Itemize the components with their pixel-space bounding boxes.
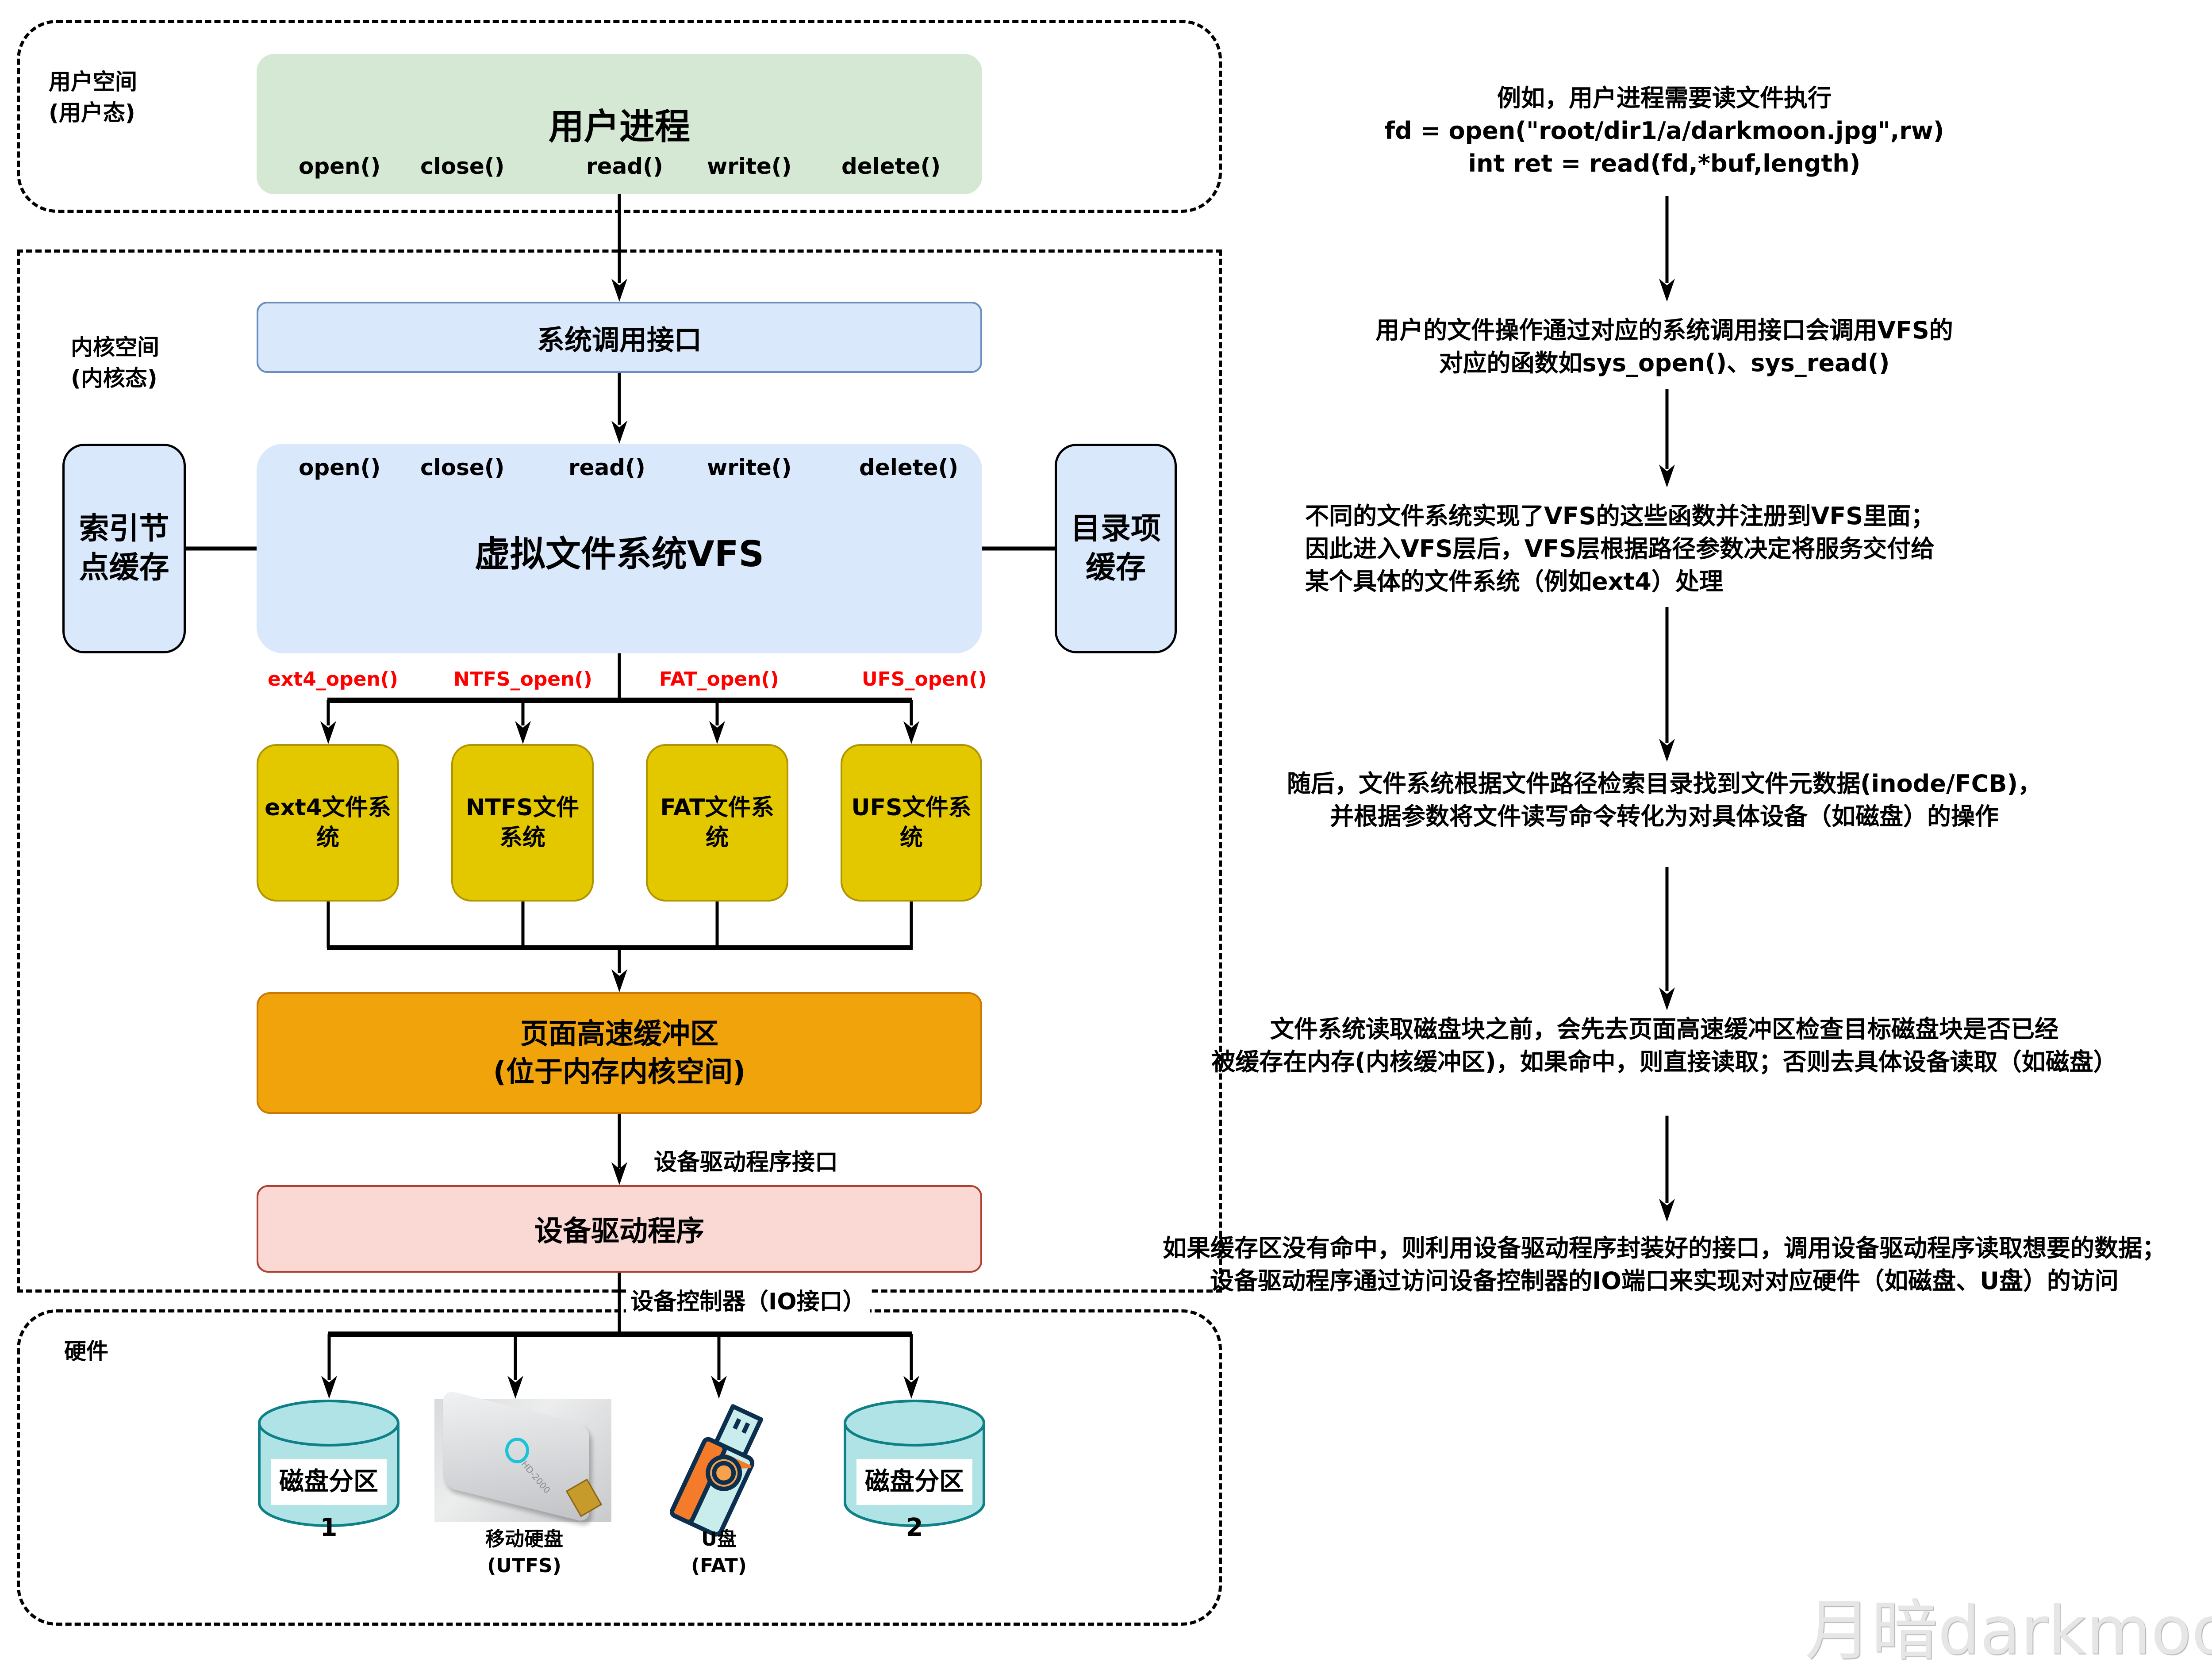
syscall-interface-box[interactable]: 系统调用接口 xyxy=(257,302,982,373)
inode-cache-box[interactable]: 索引节 点缓存 xyxy=(62,444,186,653)
explanation-3-line-3: 某个具体的文件系统（例如ext4）处理 xyxy=(1305,568,1723,595)
explanation-4-line-2: 并根据参数将文件读写命令转化为对具体设备（如磁盘）的操作 xyxy=(1330,802,1999,830)
vfs-call-close: close() xyxy=(420,455,505,480)
fs-box-ufs[interactable]: UFS文件系 统 xyxy=(841,744,982,902)
usb-drive-icon[interactable] xyxy=(650,1402,787,1544)
fs-ntfs-line2: 系统 xyxy=(499,825,545,851)
inode-cache-line2: 点缓存 xyxy=(79,550,169,585)
explanation-step-3: 不同的文件系统实现了VFS的这些函数并注册到VFS里面； 因此进入VFS层后，V… xyxy=(1305,500,1935,598)
user-call-read: read() xyxy=(586,153,663,179)
page-cache-box[interactable]: 页面高速缓冲区 (位于内存内核空间) xyxy=(257,992,982,1114)
kernel-space-label: 内核空间 (内核态) xyxy=(71,332,159,394)
usb-drive-label: U盘 (FAT) xyxy=(677,1526,761,1579)
explanation-step-2: 用户的文件操作通过对应的系统调用接口会调用VFS的 对应的函数如sys_open… xyxy=(1106,314,2212,380)
explanation-step-5: 文件系统读取磁盘块之前，会先去页面高速缓冲区检查目标磁盘块是否已经 被缓存在内存… xyxy=(1106,1013,2212,1078)
fs-ntfs-line1: NTFS文件 xyxy=(466,794,579,821)
user-space-label: 用户空间 (用户态) xyxy=(49,66,137,128)
usb-drive-fs: (FAT) xyxy=(691,1554,747,1577)
user-call-write: write() xyxy=(707,153,792,179)
kernel-space-subtitle: (内核态) xyxy=(71,365,157,391)
user-call-delete: delete() xyxy=(841,153,941,179)
portable-hdd-image[interactable]: HD-2000 xyxy=(434,1389,611,1523)
fs-call-ext4: ext4_open() xyxy=(268,668,398,691)
explanation-1-line-3: int ret = read(fd,*buf,length) xyxy=(1468,150,1861,177)
fs-fat-line1: FAT文件系 xyxy=(660,794,774,821)
fs-box-ext4[interactable]: ext4文件系 统 xyxy=(257,744,399,902)
fs-fat-line2: 统 xyxy=(705,825,729,851)
explanation-2-line-1: 用户的文件操作通过对应的系统调用接口会调用VFS的 xyxy=(1375,316,1953,344)
vfs-call-write: write() xyxy=(707,455,792,480)
explanation-6-line-1: 如果缓存区没有命中，则利用设备驱动程序封装好的接口，调用设备驱动程序读取想要的数… xyxy=(1163,1234,2166,1262)
fs-ext4-line2: 统 xyxy=(316,825,339,851)
hardware-label: 硬件 xyxy=(64,1339,108,1364)
user-space-title: 用户空间 xyxy=(49,69,137,95)
vfs-call-read: read() xyxy=(568,455,645,480)
user-call-open: open() xyxy=(299,153,381,179)
driver-interface-label: 设备驱动程序接口 xyxy=(654,1149,838,1176)
hdd-led-icon xyxy=(505,1438,529,1463)
explanation-step-6: 如果缓存区没有命中，则利用设备驱动程序封装好的接口，调用设备驱动程序读取想要的数… xyxy=(1106,1232,2212,1297)
portable-hdd-name: 移动硬盘 xyxy=(485,1528,563,1550)
vfs-call-delete: delete() xyxy=(859,455,959,480)
syscall-interface-title: 系统调用接口 xyxy=(537,323,702,356)
fs-call-fat: FAT_open() xyxy=(659,668,779,691)
vfs-call-open: open() xyxy=(299,455,381,480)
portable-hdd-label: 移动硬盘 (UTFS) xyxy=(469,1526,580,1579)
dentry-cache-line2: 缓存 xyxy=(1085,550,1146,585)
explanation-2-line-2: 对应的函数如sys_open()、sys_read() xyxy=(1439,349,1890,377)
fs-call-ufs: UFS_open() xyxy=(862,668,987,691)
explanation-1-line-1: 例如，用户进程需要读文件执行 xyxy=(1497,84,1832,112)
page-cache-subtitle: (位于内存内核空间) xyxy=(493,1055,746,1089)
kernel-space-title: 内核空间 xyxy=(71,334,159,360)
device-controller-label: 设备控制器（IO接口） xyxy=(626,1283,870,1316)
user-process-title: 用户进程 xyxy=(549,106,690,147)
device-driver-title: 设备驱动程序 xyxy=(534,1215,704,1248)
fs-ext4-line1: ext4文件系 xyxy=(265,794,391,821)
explanation-3-line-1: 不同的文件系统实现了VFS的这些函数并注册到VFS里面； xyxy=(1305,502,1935,530)
user-space-subtitle: (用户态) xyxy=(49,100,135,126)
vfs-title: 虚拟文件系统VFS xyxy=(474,533,764,575)
explanation-3-line-2: 因此进入VFS层后，VFS层根据路径参数决定将服务交付给 xyxy=(1305,535,1935,563)
fs-ufs-line2: 统 xyxy=(899,825,923,851)
explanation-step-1: 例如，用户进程需要读文件执行 fd = open("root/dir1/a/da… xyxy=(1106,82,2212,180)
user-process-box[interactable]: 用户进程 open() close() read() write() delet… xyxy=(257,54,982,194)
portable-hdd-fs: (UTFS) xyxy=(487,1554,561,1577)
explanation-5-line-2: 被缓存在内存(内核缓冲区)，如果命中，则直接读取；否则去具体设备读取（如磁盘） xyxy=(1211,1048,2117,1076)
disk-partition-2-label: 磁盘分区2 xyxy=(856,1459,972,1542)
inode-cache-line1: 索引节 xyxy=(79,511,169,546)
page-cache-title: 页面高速缓冲区 xyxy=(520,1017,718,1051)
usb-drive-name: U盘 xyxy=(701,1528,737,1550)
fs-ufs-line1: UFS文件系 xyxy=(851,794,972,821)
fs-box-ntfs[interactable]: NTFS文件 系统 xyxy=(451,744,594,902)
dentry-cache-box[interactable]: 目录项 缓存 xyxy=(1055,444,1177,653)
watermark: 月暗darkmoon xyxy=(1805,1592,2212,1669)
disk-partition-1-label: 磁盘分区1 xyxy=(271,1459,387,1542)
explanation-6-line-2: 设备驱动程序通过访问设备控制器的IO端口来实现对对应硬件（如磁盘、U盘）的访问 xyxy=(1210,1267,2119,1295)
device-driver-box[interactable]: 设备驱动程序 xyxy=(257,1185,982,1273)
explanation-1-line-2: fd = open("root/dir1/a/darkmoon.jpg",rw) xyxy=(1384,117,1944,145)
explanation-5-line-1: 文件系统读取磁盘块之前，会先去页面高速缓冲区检查目标磁盘块是否已经 xyxy=(1270,1015,2058,1043)
explanation-step-4: 随后，文件系统根据文件路径检索目录找到文件元数据(inode/FCB)， 并根据… xyxy=(1106,767,2212,833)
fs-call-ntfs: NTFS_open() xyxy=(453,668,592,691)
dentry-cache-line1: 目录项 xyxy=(1070,511,1161,546)
user-call-close: close() xyxy=(420,153,505,179)
explanation-4-line-1: 随后，文件系统根据文件路径检索目录找到文件元数据(inode/FCB)， xyxy=(1286,770,2042,798)
fs-box-fat[interactable]: FAT文件系 统 xyxy=(646,744,788,902)
vfs-box[interactable]: open() close() read() write() delete() 虚… xyxy=(257,444,982,653)
